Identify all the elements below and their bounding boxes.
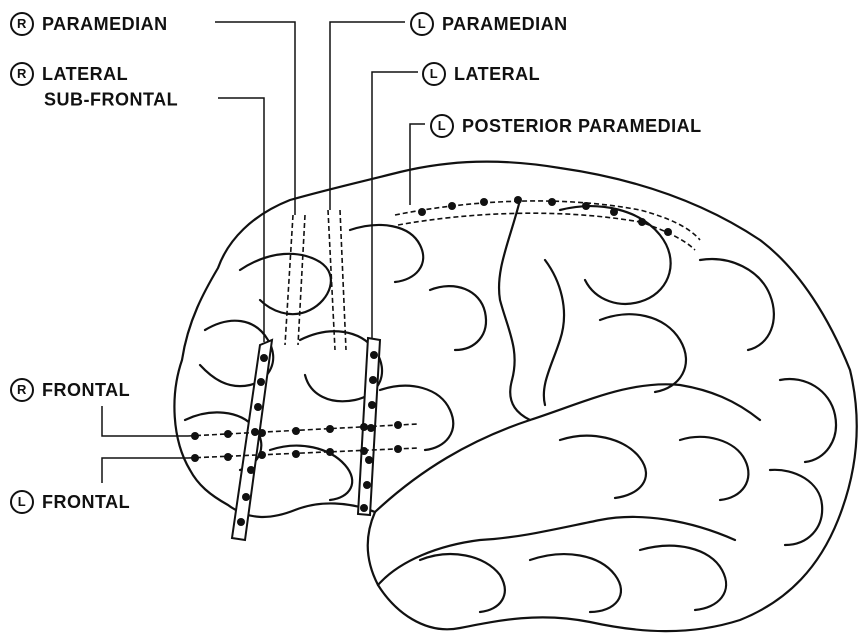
frontal-gyrus-7 <box>350 225 423 282</box>
right-badge-icon: R <box>10 62 34 86</box>
r-lateral-subfrontal-strip <box>232 340 272 540</box>
central-sulcus <box>499 200 530 420</box>
temporal-gyrus-5 <box>680 437 748 500</box>
temporal-gyrus-3 <box>640 546 726 610</box>
leader-l-lateral <box>372 72 418 338</box>
posterior-paramedial-strip <box>395 201 700 250</box>
left-badge-icon: L <box>430 114 454 138</box>
frontal-gyrus-8 <box>430 286 486 350</box>
right-badge-icon: R <box>10 12 34 36</box>
leader-l-frontal <box>102 458 188 483</box>
leader-l-paramedian <box>330 22 405 210</box>
frontal-gyrus-6 <box>380 386 453 450</box>
parietal-gyrus-2 <box>600 314 686 392</box>
l-frontal-strip <box>188 448 418 458</box>
parietal-gyrus-3 <box>700 259 774 350</box>
left-badge-icon: L <box>410 12 434 36</box>
r-frontal-strip <box>188 424 418 436</box>
r-paramedian-strip <box>285 215 305 345</box>
temporal-gyrus-2 <box>530 554 621 612</box>
occipital-gyrus-2 <box>770 470 822 545</box>
leader-r-lateral-subfrontal <box>218 98 264 342</box>
parietal-gyrus-4 <box>544 260 564 405</box>
temporal-fold <box>378 517 735 585</box>
leader-r-paramedian <box>215 22 295 215</box>
left-badge-icon: L <box>422 62 446 86</box>
label-r-subfrontal: SUB-FRONTAL <box>44 88 178 109</box>
parietal-gyrus-1 <box>560 206 671 304</box>
right-badge-icon: R <box>10 378 34 402</box>
brain-outline <box>174 162 856 632</box>
temporal-gyrus-4 <box>560 436 646 498</box>
frontal-gyrus-5 <box>270 446 352 500</box>
leader-l-posterior-paramedial <box>410 124 425 205</box>
occipital-gyrus-1 <box>780 379 836 462</box>
temporal-gyrus-1 <box>420 554 505 612</box>
frontal-gyrus-1 <box>240 254 331 314</box>
left-badge-icon: L <box>10 490 34 514</box>
